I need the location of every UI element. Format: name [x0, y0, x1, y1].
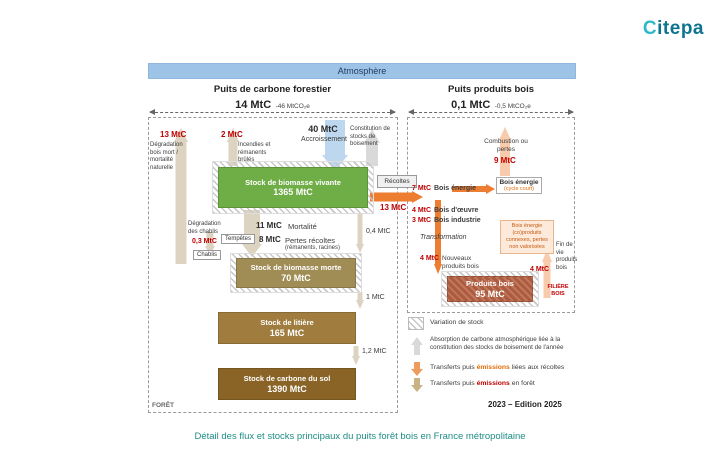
dead-biomass-value: 70 MtC: [281, 272, 311, 283]
forest-zone-container: [148, 117, 398, 413]
harvest-losses-detail: (rémanents, racines): [285, 245, 341, 251]
harvest-label-box: Récoltes: [377, 175, 417, 188]
growth-flux-label: Accroissement: [301, 136, 347, 143]
wood-products-box: Produits bois 95 MtC: [447, 276, 533, 302]
wood-sink-title: Puits produits bois: [447, 84, 535, 95]
timber-flux-value: 4 MtC: [412, 207, 432, 214]
forest-sink-co2: -46 MtCO₂e: [275, 103, 310, 110]
harvest-losses-label: Pertes récoltes: [285, 236, 336, 245]
citepa-logo-text: itepa: [657, 18, 704, 39]
fire-flux-value: 2 MtC: [221, 130, 243, 139]
wood-zone-container: [407, 117, 575, 313]
forest-sink-header: Puits de carbone forestier 14 MtC -46 Mt…: [160, 84, 385, 113]
soil-title: Stock de carbone du sol: [243, 374, 331, 384]
new-products-label: Nouveaux produits bois: [442, 255, 479, 271]
wood-energy-title: Bois énergie: [499, 179, 539, 186]
timber-flux-label: Bois d'œuvre: [434, 207, 479, 214]
growth-flux-value: 40 MtC: [308, 124, 338, 134]
chablis-degradation-label: Dégradation des chablis: [188, 221, 221, 235]
energy-flux-label: Bois énergie: [434, 185, 477, 192]
harvest-losses-value: 8 MtC: [259, 235, 281, 244]
edition-label: 2023 – Edition 2025: [488, 400, 562, 409]
soil-box: Stock de carbone du sol 1390 MtC: [218, 368, 356, 400]
legend-harvest-prefix: Transferts puis: [430, 364, 477, 371]
legend-forest-emission-arrow-icon: [411, 378, 423, 392]
forest-extent-bracket: [149, 109, 396, 115]
atmosphere-bar: Atmosphère: [148, 63, 576, 79]
forest-zone-label: FORÊT: [152, 402, 175, 409]
citepa-logo: Citepa: [643, 18, 704, 40]
wood-energy-box: Bois énergie (cycle court): [496, 177, 542, 194]
wood-extent-bracket: [408, 109, 574, 115]
dead-biomass-box: Stock de biomasse morte 70 MtC: [236, 258, 356, 288]
figure-caption: Détail des flux et stocks principaux du …: [194, 431, 526, 442]
legend-harvest-emission-label: Transferts puis émissions liées aux réco…: [430, 364, 572, 373]
chablis-label: Chablis: [197, 252, 218, 258]
legend-harvest-suffix: liées aux récoltes: [509, 364, 565, 371]
legend-absorption-label: Absorption de carbone atmosphérique liée…: [430, 336, 564, 352]
soil-flux-value: 1,2 MtC: [362, 348, 387, 355]
wood-sink-value: 0,1 MtC: [451, 99, 491, 111]
harvest-label: Récoltes: [384, 178, 410, 185]
citepa-logo-letter: C: [642, 18, 658, 39]
byproducts-note: Bois énergie (co)produits connexes, pert…: [506, 223, 548, 250]
litter-box: Stock de litière 165 MtC: [218, 312, 356, 344]
wood-sink-co2: -0,5 MtCO₂e: [494, 103, 531, 110]
soil-value: 1390 MtC: [267, 383, 307, 394]
litterfall-living-value: 0,4 MtC: [366, 228, 391, 235]
deadwood-flux-label: Dégradation bois mort / mortalité nature…: [150, 142, 183, 171]
wood-energy-detail: (cycle court): [504, 186, 534, 192]
legend-variation-swatch-icon: [408, 317, 424, 330]
combustion-label: Combustion ou pertes: [484, 138, 528, 154]
legend-forest-emphasis: émissions: [476, 380, 510, 387]
living-biomass-value: 1365 MtC: [273, 187, 313, 198]
mortality-flux-value: 11 MtC: [256, 221, 282, 230]
wood-zone-label: FILIÈRE BOIS: [547, 284, 569, 298]
legend-harvest-emission-arrow-icon: [411, 362, 423, 376]
combustion-value: 9 MtC: [494, 156, 516, 165]
deadwood-flux-value: 13 MtC: [160, 130, 187, 139]
bracket-arrow-left-icon: [149, 109, 155, 115]
mortality-flux-label: Mortalité: [288, 222, 317, 231]
wood-products-title: Produits bois: [466, 279, 514, 289]
industry-flux-label: Bois industrie: [434, 217, 481, 224]
litter-title: Stock de litière: [260, 318, 314, 328]
bracket-arrow-right-icon: [568, 109, 574, 115]
storm-label: Tempêtes: [225, 236, 252, 242]
forest-sink-values: 14 MtC -46 MtCO₂e: [160, 95, 385, 113]
forest-sink-value: 14 MtC: [235, 99, 272, 111]
byproducts-note-box: Bois énergie (co)produits connexes, pert…: [500, 220, 554, 254]
industry-flux-value: 3 MtC: [412, 217, 432, 224]
legend-absorption-arrow-icon: [411, 337, 423, 355]
wood-sink-values: 0,1 MtC -0,5 MtCO₂e: [409, 95, 573, 113]
living-biomass-box: Stock de biomasse vivante 1365 MtC: [218, 167, 368, 208]
legend-forest-prefix: Transferts puis: [430, 380, 477, 387]
energy-flux-value: 7 MtC: [412, 185, 432, 192]
legend-harvest-emphasis: émissions: [476, 364, 510, 371]
wood-products-value: 95 MtC: [475, 288, 505, 299]
legend-forest-suffix: en forêt: [509, 380, 535, 387]
fire-flux-label: Incendies et rémanents brûlés: [238, 142, 271, 163]
transformation-label: Transformation: [420, 234, 467, 241]
new-products-value: 4 MtC: [420, 255, 440, 262]
forest-sink-title: Puits de carbone forestier: [213, 84, 332, 95]
harvest-flux-value: 13 MtC: [380, 203, 407, 212]
litterfall-dead-value: 1 MtC: [366, 294, 385, 301]
end-of-life-label: Fin de vie produits bois: [556, 242, 578, 271]
legend-variation-label: Variation de stock: [430, 319, 484, 326]
atmosphere-label: Atmosphère: [337, 66, 387, 76]
living-biomass-title: Stock de biomasse vivante: [245, 177, 341, 187]
dead-biomass-title: Stock de biomasse morte: [250, 263, 342, 273]
end-of-life-value: 4 MtC: [530, 266, 550, 273]
litter-value: 165 MtC: [269, 327, 305, 338]
chablis-degradation-value: 0,3 MtC: [192, 238, 217, 245]
chablis-label-box: Chablis: [193, 250, 222, 260]
legend-forest-emission-label: Transferts puis émissions en forêt: [430, 380, 572, 389]
wood-sink-header: Puits produits bois 0,1 MtC -0,5 MtCO₂e: [409, 84, 573, 113]
afforestation-label: Constitution de stocks de boisement: [350, 126, 391, 147]
bracket-arrow-left-icon: [408, 109, 414, 115]
storm-label-box: Tempêtes: [221, 234, 256, 244]
bracket-arrow-right-icon: [390, 109, 396, 115]
